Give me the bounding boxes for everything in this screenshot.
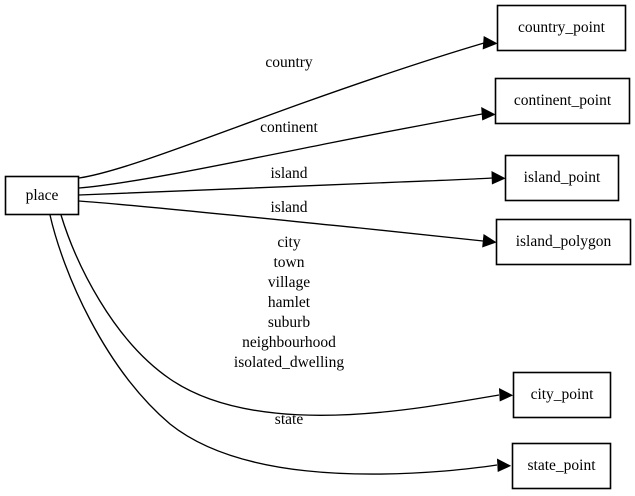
node-country-point-rect <box>496 4 627 52</box>
arrow-head-continent <box>481 106 496 121</box>
node-island-polygon-rect <box>495 218 632 266</box>
arrow-head-country <box>482 36 498 50</box>
node-country-point[interactable]: country_point <box>496 4 627 52</box>
edge-label-island-polygon: island <box>270 199 307 216</box>
node-state-point-label: state_point <box>527 457 596 474</box>
arrow-head-city-point <box>498 387 514 402</box>
node-island-point-rect <box>504 154 620 202</box>
edge-label-kind-hamlet: hamlet <box>268 294 311 311</box>
edge-place-to-city-point[interactable] <box>60 214 514 416</box>
edge-label-place-kinds: city town village hamlet suburb neighbou… <box>234 234 344 371</box>
edge-label-kind-isolated-dwelling: isolated_dwelling <box>234 354 344 371</box>
edge-place-to-island-point[interactable] <box>78 170 506 196</box>
node-state-point-rect <box>511 442 612 490</box>
node-country-point-label: country_point <box>518 19 606 36</box>
node-island-polygon[interactable]: island_polygon <box>495 218 632 266</box>
edge-label-continent: continent <box>260 119 318 136</box>
edge-label-kind-village: village <box>268 274 310 291</box>
arrow-head-island-point <box>491 170 506 185</box>
node-place-rect <box>4 175 80 216</box>
node-island-polygon-label: island_polygon <box>516 233 612 250</box>
edge-place-to-continent-point[interactable] <box>78 106 496 189</box>
edge-path-island-polygon <box>78 200 484 242</box>
edge-place-to-island-polygon[interactable] <box>78 200 497 248</box>
node-island-point-label: island_point <box>524 169 601 186</box>
node-city-point-label: city_point <box>531 386 595 403</box>
edge-label-kind-neighbourhood: neighbourhood <box>242 334 336 351</box>
edge-path-continent <box>78 113 483 189</box>
node-city-point-rect <box>512 371 612 419</box>
edge-path-city-point <box>60 214 500 416</box>
edge-label-state: state <box>275 411 304 428</box>
edge-label-kind-town: town <box>274 254 305 271</box>
node-island-point[interactable]: island_point <box>504 154 620 202</box>
edge-place-to-state-point[interactable] <box>49 214 512 475</box>
edge-path-country <box>78 42 485 179</box>
node-continent-point[interactable]: continent_point <box>494 77 631 125</box>
node-place[interactable]: place <box>4 175 80 216</box>
edge-label-kind-suburb: suburb <box>268 314 310 331</box>
edge-place-to-country-point[interactable] <box>78 36 498 179</box>
edge-label-island-point: island <box>270 165 307 182</box>
node-city-point[interactable]: city_point <box>512 371 612 419</box>
edge-label-country: country <box>265 54 313 71</box>
edge-path-state-point <box>49 214 498 475</box>
node-continent-point-label: continent_point <box>514 92 612 109</box>
arrow-head-island-polygon <box>482 233 497 248</box>
node-state-point[interactable]: state_point <box>511 442 612 490</box>
arrow-head-state-point <box>496 458 512 472</box>
edge-path-island-point <box>78 177 493 196</box>
edge-label-kind-city: city <box>277 234 300 251</box>
node-place-label: place <box>26 187 59 204</box>
node-continent-point-rect <box>494 77 631 125</box>
